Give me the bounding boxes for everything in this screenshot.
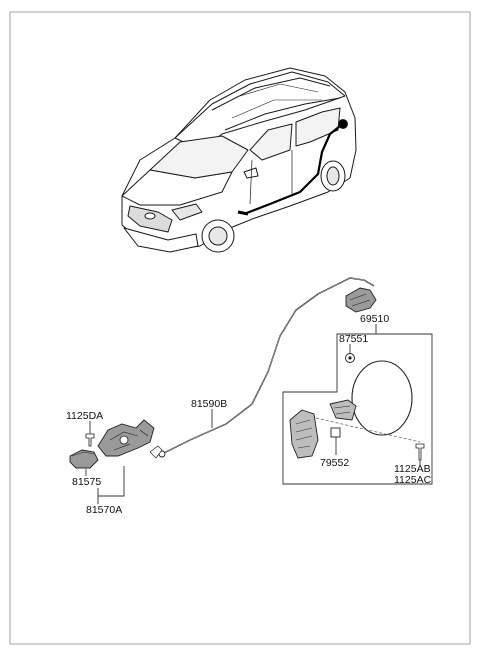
seat-79552 — [330, 427, 341, 438]
label-79552: 79552 — [320, 457, 349, 469]
label-69510: 69510 — [360, 313, 389, 325]
fuel-door-housing-ribs — [295, 419, 313, 449]
diagram-frame — [9, 11, 471, 645]
fuel-door-assy-box — [282, 333, 433, 485]
leader-81570A — [97, 466, 125, 504]
cable-clip — [149, 445, 163, 459]
front-bumper — [123, 227, 199, 253]
label-81575: 81575 — [72, 476, 101, 488]
car-cable-route — [243, 125, 341, 216]
label-1125AB: 1125AB — [394, 463, 431, 475]
handle-cover-top — [71, 451, 95, 457]
label-1125DA: 1125DA — [66, 410, 103, 422]
bolt-1125AB — [415, 443, 425, 461]
label-87551: 87551 — [339, 333, 368, 345]
grommet-87551-hole — [348, 356, 352, 360]
roof-rail-left — [211, 77, 331, 111]
fuel-door-axis — [315, 417, 421, 443]
side-window-rear — [295, 107, 341, 147]
side-mirror — [243, 167, 259, 179]
label-81590B: 81590B — [191, 398, 227, 410]
roof-rail-mid — [239, 83, 319, 97]
cable-81590B-sheath — [161, 277, 375, 455]
car-fuel-door-marker — [338, 119, 348, 129]
roof-rail-right — [224, 97, 341, 131]
opener-lever-detail — [109, 429, 149, 451]
fuel-door-housing — [289, 409, 319, 459]
handle-cover-81575 — [69, 449, 99, 469]
fuel-door-hinge-detail — [333, 405, 351, 415]
roof-rail-mid2 — [231, 99, 322, 119]
label-81570A: 81570A — [86, 504, 122, 516]
cable-fuel-door-end-detail — [349, 293, 371, 307]
fuel-door-panel — [351, 360, 413, 436]
side-window-front — [249, 123, 293, 161]
rear-wheel-rim — [326, 166, 340, 186]
cable-fuel-door-end — [345, 287, 377, 313]
bolt-1125DA — [85, 433, 95, 447]
opener-pivot — [119, 435, 129, 445]
headlight — [171, 203, 203, 221]
vehicle-illustration — [121, 67, 357, 253]
door-line — [249, 150, 293, 205]
label-1125AC: 1125AC — [394, 474, 432, 486]
car-opener-marker — [237, 210, 249, 216]
cable-81590B — [161, 277, 375, 455]
car-badge — [144, 212, 156, 220]
front-wheel-rim — [208, 226, 228, 246]
fuel-door-hinge — [329, 399, 357, 421]
hood — [121, 169, 233, 206]
